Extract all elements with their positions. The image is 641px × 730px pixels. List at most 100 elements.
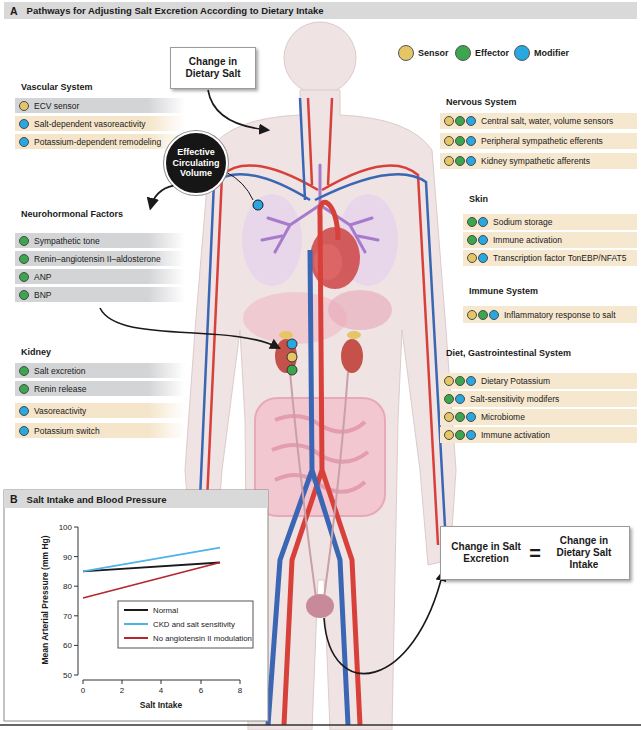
legend-swatch bbox=[455, 45, 471, 61]
node-text: Salt-dependent vasoreactivity bbox=[34, 119, 146, 129]
node-text: Transcription factor TonEBP/NFAT5 bbox=[493, 253, 627, 263]
system-group: Nervous SystemCentral salt, water, volum… bbox=[440, 96, 637, 172]
role-dot bbox=[19, 426, 29, 436]
legend-line-sample bbox=[124, 609, 148, 611]
node-text: Renin–angiotensin II–aldosterone bbox=[34, 254, 161, 264]
tick-label: 50 bbox=[63, 671, 72, 680]
pathway-row: BNP bbox=[15, 287, 185, 302]
legend-line-sample bbox=[124, 637, 148, 639]
pathway-row: Sympathetic tone bbox=[15, 233, 185, 248]
tick-label: 60 bbox=[63, 641, 72, 650]
role-dot bbox=[466, 136, 476, 146]
pathway-row: Peripheral sympathetic efferents bbox=[440, 133, 637, 149]
role-dot bbox=[19, 290, 29, 300]
legend-text: No angiotensin II modulation bbox=[153, 634, 252, 643]
node-text: Salt Intake and Blood Pressure bbox=[27, 494, 167, 505]
flow-arrow bbox=[100, 308, 279, 348]
pathway-row: Sodium storage bbox=[463, 214, 637, 230]
pathway-row: Transcription factor TonEBP/NFAT5 bbox=[463, 250, 637, 266]
aorta bbox=[284, 202, 360, 725]
pathway-row: Potassium-dependent remodeling bbox=[15, 134, 185, 149]
panel-header: B Salt Intake and Blood Pressure bbox=[4, 490, 268, 508]
system-group: Vascular SystemECV sensorSalt-dependent … bbox=[15, 81, 195, 151]
role-dot bbox=[444, 412, 454, 422]
role-dot bbox=[19, 272, 29, 282]
node-text: Immune activation bbox=[493, 235, 562, 245]
role-dot bbox=[478, 235, 488, 245]
tick-label: 90 bbox=[63, 552, 72, 561]
node-text: Vasoreactivity bbox=[34, 406, 86, 416]
flow-arrow bbox=[324, 572, 443, 674]
lung bbox=[242, 194, 302, 286]
axis-title: Salt Intake bbox=[140, 700, 183, 710]
role-dot bbox=[287, 339, 297, 349]
adrenal-gland bbox=[347, 331, 361, 339]
role-dot bbox=[467, 310, 477, 320]
system-group: Neurohormonal FactorsSympathetic toneRen… bbox=[15, 208, 185, 308]
group-heading: Nervous System bbox=[446, 97, 517, 107]
role-dot bbox=[467, 217, 477, 227]
role-dot bbox=[466, 412, 476, 422]
role-dot bbox=[455, 156, 465, 166]
node-text: Kidney sympathetic afferents bbox=[481, 156, 590, 166]
tick-label: 6 bbox=[199, 686, 203, 695]
pathway-row: Vasoreactivity bbox=[15, 403, 185, 418]
pathway-row: Salt-sensitivity modifers bbox=[440, 391, 637, 407]
role-dot bbox=[467, 253, 477, 263]
role-dot bbox=[455, 136, 465, 146]
stomach bbox=[328, 290, 392, 330]
role-dot bbox=[455, 376, 465, 386]
head-silhouette bbox=[284, 22, 356, 94]
node-text: Inflammatory response to salt bbox=[504, 310, 616, 320]
legend-text: CKD and salt sensitivity bbox=[153, 620, 235, 629]
ureter bbox=[290, 372, 348, 598]
tick-label: 100 bbox=[59, 523, 72, 532]
data-line bbox=[83, 563, 220, 599]
connector-arrow bbox=[151, 186, 174, 208]
heart bbox=[310, 227, 360, 289]
group-heading: Neurohormonal Factors bbox=[21, 209, 123, 219]
role-dot bbox=[478, 310, 488, 320]
role-dot bbox=[467, 235, 477, 245]
group-heading: Immune System bbox=[469, 286, 538, 296]
y-axis bbox=[74, 527, 78, 675]
role-dot bbox=[444, 136, 454, 146]
node-text: Microbiome bbox=[481, 412, 525, 422]
role-dot bbox=[455, 394, 465, 404]
panel-letter: B bbox=[10, 493, 18, 505]
pathway-row: Central salt, water, volume sensors bbox=[440, 113, 637, 129]
system-group: KidneySalt excretionRenin releaseVasorea… bbox=[15, 346, 185, 442]
role-dot bbox=[466, 116, 476, 126]
pathway-row: ECV sensor bbox=[15, 98, 185, 113]
group-heading: Kidney bbox=[21, 347, 51, 357]
legend-frame bbox=[118, 601, 253, 648]
pathway-row: Potassium switch bbox=[15, 423, 185, 438]
group-heading: Vascular System bbox=[21, 82, 93, 92]
group-heading: Diet, Gastrointestinal System bbox=[446, 348, 571, 358]
legend-text: Sensor bbox=[418, 48, 449, 58]
pathway-row: ANP bbox=[15, 269, 185, 284]
role-dot bbox=[287, 352, 297, 362]
role-dot bbox=[455, 116, 465, 126]
input-box: Change in Dietary Salt bbox=[170, 47, 256, 89]
node-text: Sympathetic tone bbox=[34, 236, 100, 246]
x-axis bbox=[83, 680, 240, 684]
tick-label: 0 bbox=[81, 686, 85, 695]
node-text: Potassium-dependent remodeling bbox=[34, 137, 161, 147]
group-heading: Skin bbox=[469, 194, 488, 204]
sensor-marker bbox=[253, 200, 263, 210]
node-text: Dietary Potassium bbox=[481, 376, 550, 386]
legend-item: Effector bbox=[455, 45, 509, 61]
tick-label: 2 bbox=[120, 686, 124, 695]
panel-letter: A bbox=[10, 5, 18, 17]
legend-line-sample bbox=[124, 623, 148, 625]
panel-frame bbox=[4, 490, 268, 721]
role-dot bbox=[455, 412, 465, 422]
role-dot bbox=[19, 406, 29, 416]
legend-swatch bbox=[514, 45, 530, 61]
role-dot bbox=[444, 116, 454, 126]
role-dot bbox=[466, 430, 476, 440]
flow-arrow bbox=[208, 90, 268, 130]
pathway-row: Immune activation bbox=[463, 232, 637, 248]
node-text: ANP bbox=[34, 272, 51, 282]
